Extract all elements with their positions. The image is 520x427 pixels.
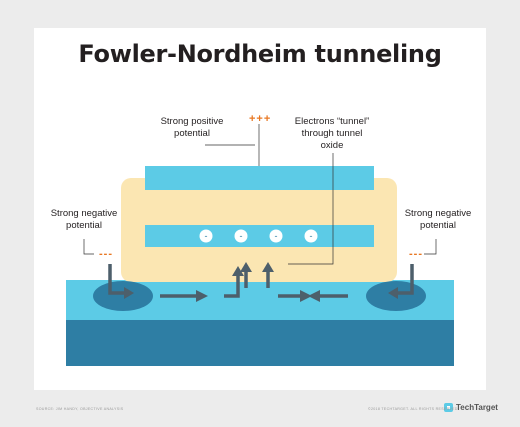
electron-group: ----	[199, 229, 318, 243]
tunnel-arrow-head-right	[262, 262, 274, 272]
source-arrow-head	[124, 287, 134, 299]
electron-4: -	[304, 229, 318, 243]
techtarget-logo-icon	[444, 403, 453, 412]
electron-symbol: -	[205, 231, 208, 241]
floating-gate	[145, 225, 374, 247]
drain-curved-arrow	[398, 264, 414, 295]
electrons-leader-line	[288, 153, 334, 265]
electron-3: -	[269, 229, 283, 243]
channel-arrow-head-4	[308, 290, 320, 302]
tunnel-arrow-head-left	[240, 262, 252, 272]
channel-arrow-head-2	[232, 266, 244, 276]
control-gate	[145, 166, 374, 190]
negative-right-charge-symbol: ---	[409, 248, 423, 260]
channel-arrow-head-3	[300, 290, 312, 302]
electron-1: -	[199, 229, 213, 243]
electron-symbol: -	[310, 231, 313, 241]
drain-arrow-head	[388, 287, 398, 299]
channel-arrow-head-1	[196, 290, 208, 302]
negative-right-leader-line	[424, 239, 437, 255]
source-curved-arrow	[108, 264, 124, 295]
channel-arrow-2	[224, 274, 240, 298]
copyright-notice: ©2018 TECHTARGET. ALL RIGHTS RESERVED	[368, 407, 458, 411]
electron-2: -	[234, 229, 248, 243]
negative-left-charge-symbol: ---	[99, 248, 113, 260]
electron-symbol: -	[240, 231, 243, 241]
brand-name: TechTarget	[456, 403, 498, 412]
positive-charge-symbol: +++	[249, 113, 272, 125]
source-credit: SOURCE: JIM HANDY, OBJECTIVE ANALYSIS	[36, 407, 124, 411]
diagram-title: Fowler-Nordheim tunneling	[78, 40, 442, 68]
negative-left-leader-line	[83, 239, 94, 255]
electron-symbol: -	[275, 231, 278, 241]
source-region	[93, 281, 153, 311]
